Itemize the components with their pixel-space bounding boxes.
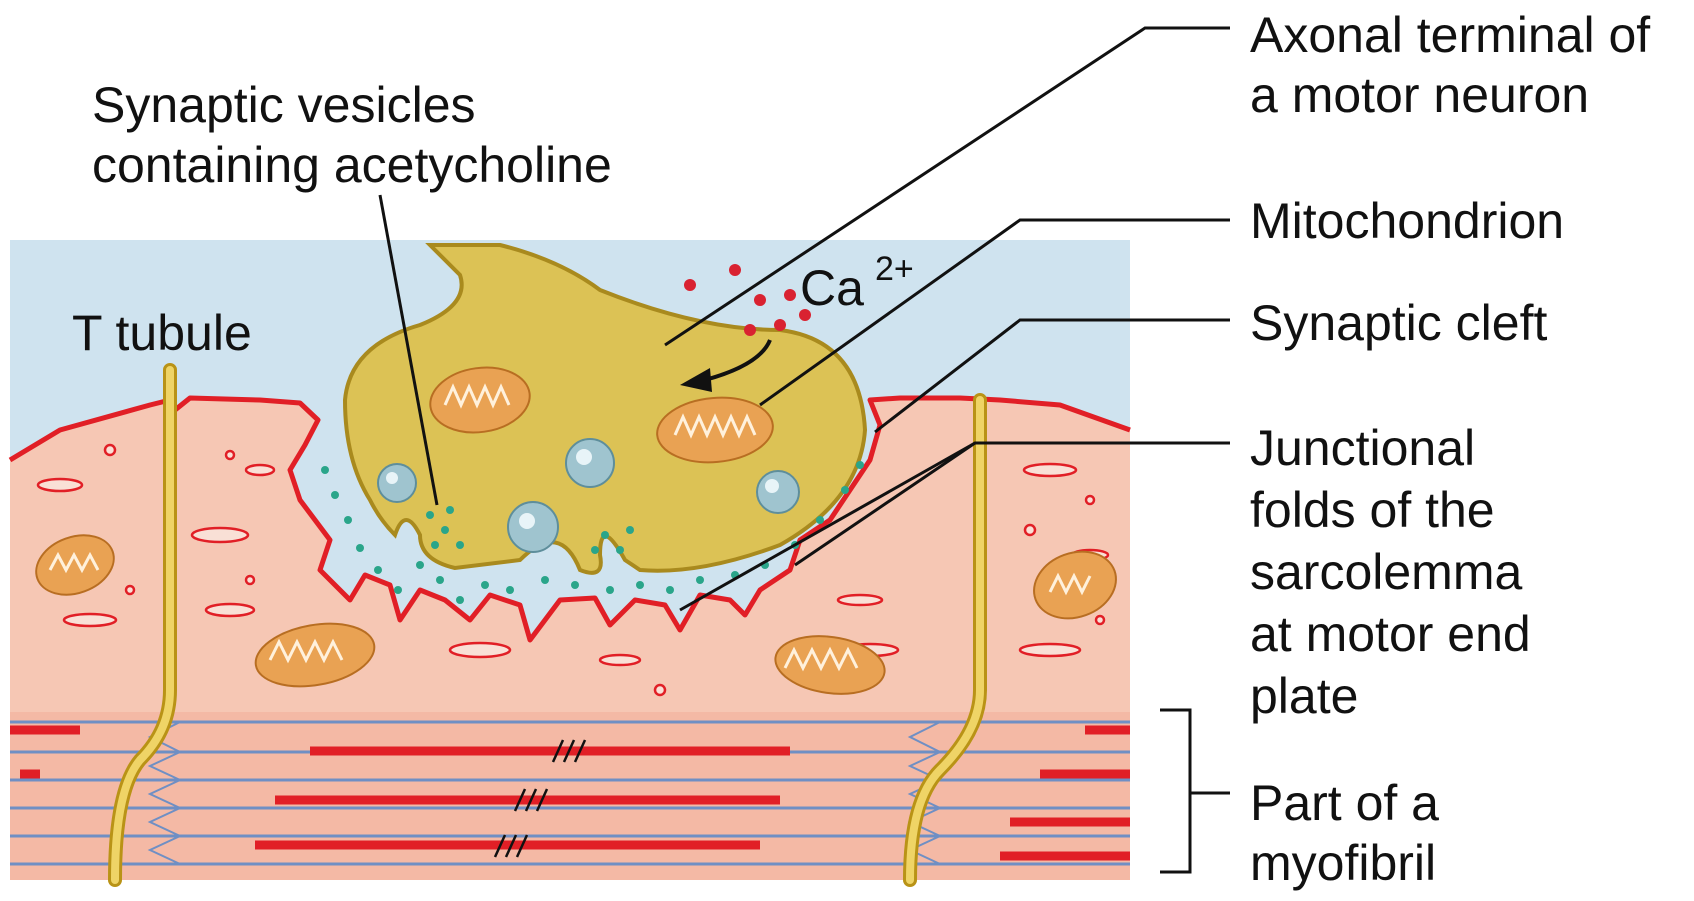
calcium-label: Ca	[800, 260, 864, 316]
myofibril-label-line1: Part of a	[1250, 775, 1439, 831]
calcium-charge-label: 2+	[875, 250, 914, 288]
mitochondrion-label: Mitochondrion	[1250, 193, 1564, 249]
myofibril-label-line2: myofibril	[1250, 835, 1436, 891]
junctional-folds-label-line3: sarcolemma	[1250, 544, 1522, 600]
synaptic-vesicles-label-line1: Synaptic vesicles	[92, 77, 476, 133]
synaptic-cleft-label: Synaptic cleft	[1250, 295, 1547, 351]
axonal-terminal-label-line2: a motor neuron	[1250, 67, 1589, 123]
axonal-terminal-label-line1: Axonal terminal of	[1250, 7, 1650, 63]
synaptic-vesicles-label-line2: containing acetycholine	[92, 137, 612, 193]
junctional-folds-label-line2: folds of the	[1250, 482, 1495, 538]
junctional-folds-label-line5: plate	[1250, 668, 1358, 724]
junctional-folds-label-line1: Junctional	[1250, 420, 1475, 476]
t-tubule-label: T tubule	[72, 305, 252, 361]
junctional-folds-label-line4: at motor end	[1250, 606, 1531, 662]
